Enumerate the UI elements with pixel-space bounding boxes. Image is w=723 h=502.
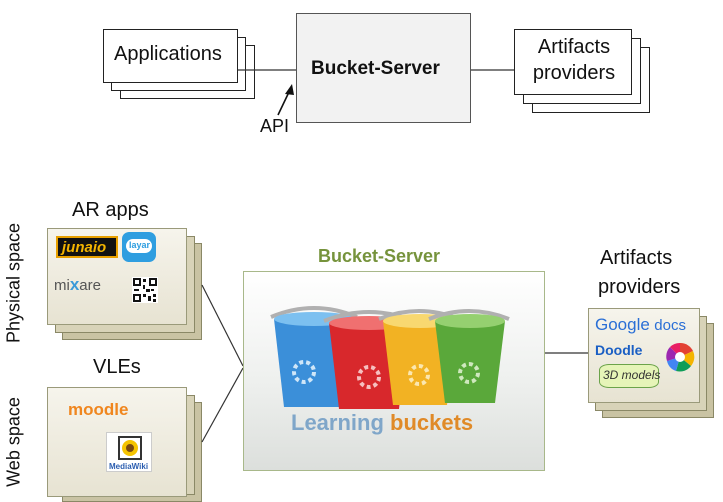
buckets-word: buckets	[390, 410, 474, 435]
top-connectors	[238, 69, 514, 116]
providers-card: Google docs Doodle 3D models	[588, 308, 700, 403]
mixare-logo: mixare	[54, 275, 101, 294]
vles-label: VLEs	[93, 356, 141, 378]
providers-box: Artifacts providers	[514, 29, 632, 95]
green-bucket-icon	[428, 309, 510, 403]
providers-label-line1: Artifacts	[537, 36, 611, 58]
api-arrowhead	[285, 84, 294, 95]
api-arrow	[277, 91, 290, 116]
sunflower-icon	[118, 436, 142, 460]
applications-box: Applications	[103, 29, 238, 83]
picasa-icon	[666, 342, 695, 372]
3d-models-logo: 3D models	[599, 364, 660, 388]
mediawiki-logo: MediaWiki	[106, 432, 152, 472]
bottom-connectors	[201, 284, 588, 443]
learning-buckets-illustration	[270, 306, 510, 409]
bucket-server-panel: Learning buckets	[243, 271, 545, 471]
ar-to-server-line	[201, 284, 244, 367]
bucket-server-title: Bucket-Server	[318, 246, 441, 266]
google-docs-logo: Google docs	[595, 315, 686, 334]
ar-apps-label: AR apps	[72, 199, 149, 221]
bucket-server-box: Bucket-Server	[296, 13, 471, 123]
providers-label-line2: providers	[532, 62, 616, 84]
vles-card: moodle MediaWiki	[47, 387, 187, 497]
ar-apps-card: junaio layar mixare	[47, 228, 187, 325]
api-label: API	[260, 116, 290, 136]
moodle-logo: moodle	[68, 400, 129, 419]
layar-logo: layar	[122, 232, 156, 262]
junaio-logo: junaio	[56, 236, 118, 258]
bottom-providers-label-line2: providers	[598, 276, 681, 298]
bucket-server-label: Bucket-Server	[311, 58, 440, 79]
learning-word: Learning	[291, 410, 391, 435]
qr-code-icon	[132, 277, 158, 303]
doodle-logo: Doodle	[595, 342, 643, 358]
vle-to-server-line	[201, 367, 244, 443]
learning-buckets-logo: Learning buckets	[291, 410, 473, 436]
applications-label: Applications	[114, 43, 222, 65]
bottom-providers-label-line1: Artifacts	[600, 247, 673, 269]
